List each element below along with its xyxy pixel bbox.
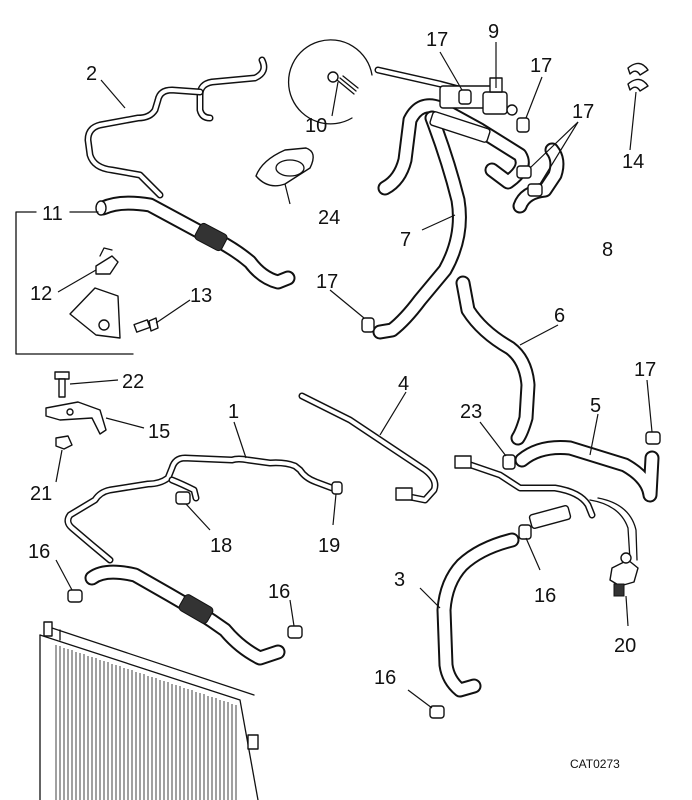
thin-pipe-4 [298,392,439,504]
bolt-22 [54,371,70,398]
callout-18: 18 [210,535,232,557]
callout-22: 22 [122,371,144,393]
clamp-17-callout-a [458,89,472,105]
callout-13: 13 [190,285,212,307]
bracket-12 [69,247,121,339]
hose-5 [514,440,660,503]
callout-17-a: 17 [426,29,448,51]
clamp-17-callout-e [645,431,661,445]
callout-21: 21 [30,483,52,505]
clamp-19 [331,481,343,495]
callout-4: 4 [398,373,409,395]
callout-3: 3 [394,569,405,591]
clamp-16-bottom [429,705,445,719]
valve-9 [482,77,518,116]
callout-19: 19 [318,535,340,557]
nut-21 [55,435,73,450]
clamp-17-callout-c1 [516,165,532,179]
callout-17-d: 17 [316,271,338,293]
callout-10: 10 [305,115,327,137]
callout-17-b: 17 [530,55,552,77]
callout-15: 15 [148,421,170,443]
clamp-18 [175,491,191,505]
clamp-17-callout-d [361,317,375,333]
hose-7 [372,66,565,340]
bracket-15 [45,401,107,435]
detail-circle-10 [287,39,373,125]
hose-3 [436,455,638,698]
clamp-17-callout-c2 [527,183,543,197]
callout-8: 8 [602,239,613,261]
callout-1: 1 [228,401,239,423]
clip-24 [255,147,314,187]
callout-7: 7 [400,229,411,251]
callout-20: 20 [614,635,636,657]
clamp-20 [609,552,639,597]
callout-17-e: 17 [634,359,656,381]
callout-24: 24 [318,207,340,229]
callout-17-c: 17 [572,101,594,123]
callout-12: 12 [30,283,52,305]
radiator [39,621,259,800]
callout-labels: 2 1 3 4 5 6 7 8 9 10 11 12 13 14 15 16 1… [28,21,656,771]
hose-6 [455,275,536,446]
callout-11: 11 [42,203,63,225]
clamp-16-mid [518,524,532,540]
clamp-16-right [287,625,303,639]
pipe-assembly-1 [64,454,336,666]
callout-16-left: 16 [28,541,50,563]
bracket-box-11 [15,211,159,355]
callout-9: 9 [488,21,499,43]
callout-6: 6 [554,305,565,327]
clip-14 [627,62,649,92]
callout-14: 14 [622,151,644,173]
bolt-13 [133,317,159,333]
catalog-code: CAT0273 [570,757,620,771]
clamp-17-callout-b [516,117,530,133]
callout-16-right: 16 [268,581,290,603]
callout-16-bottom: 16 [374,667,396,689]
callout-2: 2 [86,63,97,85]
clamp-23 [502,454,516,470]
leader-lines [55,42,653,709]
pipe-assembly-2 [84,56,296,290]
callout-5: 5 [590,395,601,417]
callout-16-mid: 16 [534,585,556,607]
callout-23: 23 [460,401,482,423]
clamp-16-left [67,589,83,603]
